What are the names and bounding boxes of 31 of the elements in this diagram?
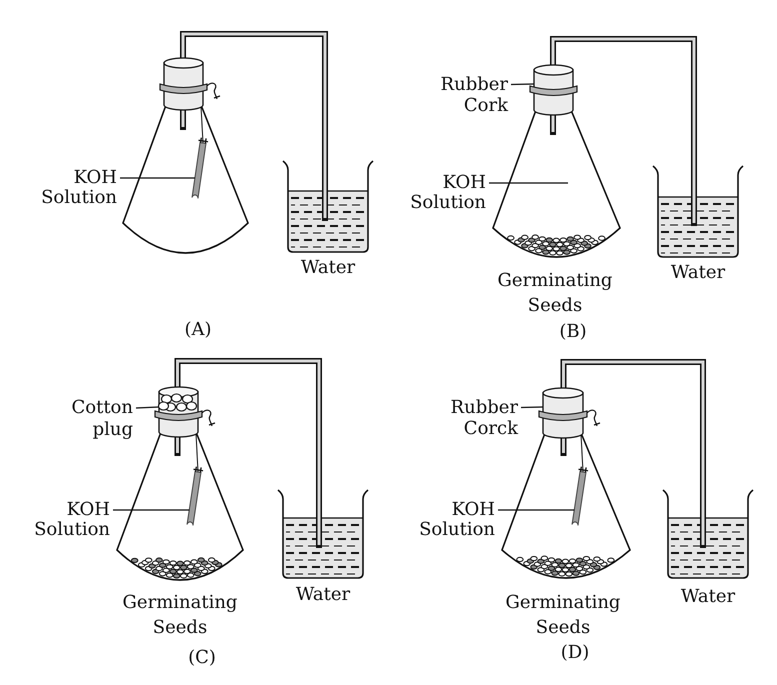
- leader-line: [498, 509, 574, 511]
- test-tube: [572, 466, 589, 526]
- callout-label: KOH Solution: [419, 500, 495, 540]
- part-label: Germinating Seeds: [122, 591, 238, 640]
- part-label: Water: [300, 257, 356, 279]
- leader-line: [489, 182, 568, 184]
- part-label: Germinating Seeds: [506, 591, 620, 640]
- rubber-stopper: [529, 64, 578, 116]
- panel-label: (C): [188, 647, 216, 669]
- test-tube: [192, 137, 209, 199]
- test-tube: [186, 466, 204, 526]
- part-label: Water: [670, 262, 726, 284]
- panel-label: (B): [559, 321, 587, 343]
- leader-line: [520, 406, 544, 408]
- panel-label: (D): [560, 642, 590, 664]
- leader-line: [113, 509, 190, 511]
- leader-line: [120, 177, 195, 179]
- leader-line: [510, 83, 534, 86]
- callout-label: Rubber Cork: [440, 74, 508, 116]
- part-label: Water: [296, 584, 350, 606]
- callout-label: KOH Solution: [34, 500, 110, 540]
- panel-label: (A): [184, 319, 212, 341]
- callout-label: Cotton plug: [71, 397, 133, 441]
- part-label: Water: [680, 586, 736, 608]
- leader-line: [136, 406, 160, 409]
- callout-label: KOH Solution: [410, 173, 486, 213]
- cotton-plug: [154, 386, 203, 438]
- callout-label: Rubber Corck: [450, 397, 518, 439]
- part-label: Germinating Seeds: [498, 269, 612, 318]
- callout-label: KOH Solution: [41, 168, 117, 208]
- rubber-stopper: [538, 387, 588, 439]
